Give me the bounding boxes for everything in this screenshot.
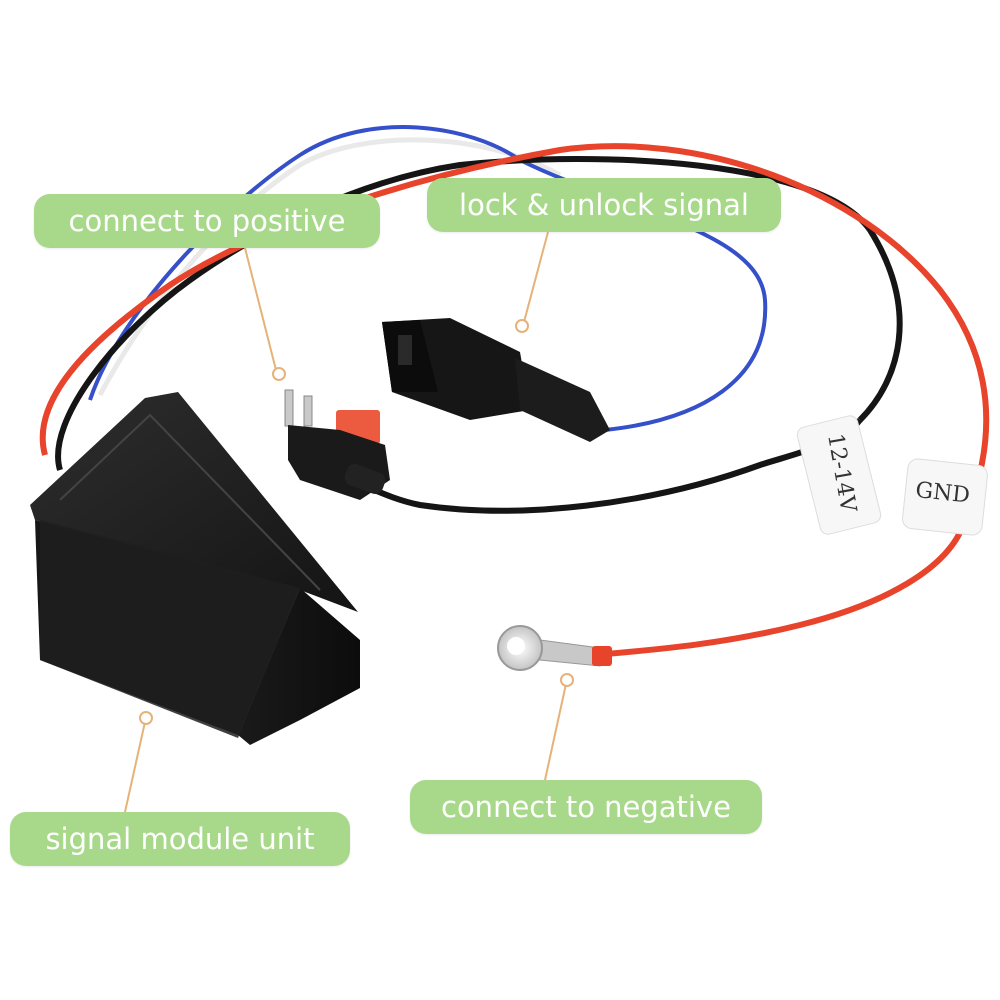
ring-hole <box>507 637 525 655</box>
leader-positive-dot <box>272 367 286 381</box>
tag-voltage: 12-14V <box>796 415 882 535</box>
leader-lock-dot <box>515 319 529 333</box>
callout-connect-to-negative: connect to negative <box>410 780 762 834</box>
leader-negative-dot <box>560 673 574 687</box>
module-front-face <box>40 520 300 738</box>
tag-voltage-body <box>796 415 882 535</box>
leader-module <box>124 721 146 813</box>
module-side <box>238 588 360 745</box>
fuse-sleeve <box>344 464 386 494</box>
tag-ground-text: GND <box>914 478 971 509</box>
signal-connector <box>382 318 610 442</box>
ring-sleeve <box>592 646 612 666</box>
ring-crimp <box>539 639 601 667</box>
callout-connect-to-positive: connect to positive <box>34 194 380 248</box>
callout-lock-unlock-signal: lock & unlock signal <box>427 178 781 232</box>
black-wire-to-fuse <box>353 418 863 514</box>
leader-module-dot <box>139 711 153 725</box>
module-top <box>30 392 358 612</box>
callout-signal-module-unit: signal module unit <box>10 812 350 866</box>
red-wire-to-ring <box>594 519 968 658</box>
black-wire-main <box>55 156 903 471</box>
leader-negative <box>544 683 567 781</box>
leader-lines <box>124 231 574 813</box>
connector-plug <box>515 358 610 442</box>
module-top-highlight <box>59 413 321 591</box>
fuse-tap <box>284 389 390 500</box>
tag-ground: GND <box>902 458 988 536</box>
connector-slot <box>398 335 412 365</box>
tag-ground-body <box>902 458 988 536</box>
fuse-blade-left <box>284 389 294 427</box>
fuse-blade-right <box>303 395 313 427</box>
signal-module <box>30 392 360 745</box>
leader-lock <box>523 231 549 323</box>
leader-positive <box>244 247 277 371</box>
red-wire-main <box>39 143 990 522</box>
ring-terminal <box>497 625 612 671</box>
